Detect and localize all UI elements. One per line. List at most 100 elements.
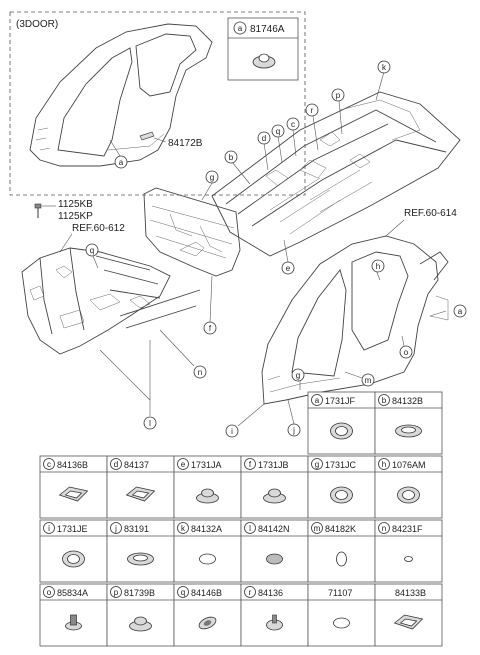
callout-g-side: [291, 368, 305, 382]
ref-60-612: REF.60-612: [72, 223, 125, 234]
table-key-g-text: g: [315, 460, 319, 469]
table-key-a-text: a: [315, 396, 320, 405]
table-cell: 71107: [307, 583, 376, 647]
table-part-1731jf: 1731JF: [325, 396, 356, 406]
plug-81746a-icon: [252, 53, 276, 69]
callout-q: [85, 243, 99, 257]
table-key-d: [110, 458, 122, 470]
callout-c-text: c: [291, 120, 295, 129]
table-cell: 84133B: [374, 583, 443, 647]
table-key-p: [110, 586, 122, 598]
dash-panel: [143, 187, 241, 277]
table-key-p-text: p: [114, 588, 119, 597]
table-part-84132b: 84132B: [392, 396, 423, 406]
callout-q-floor-text: q: [276, 127, 280, 136]
table-key-o: [43, 586, 55, 598]
table-key-k: [177, 522, 189, 534]
detail-key-a: [233, 21, 247, 35]
part-71107-icon: [333, 617, 350, 629]
detail-key-a-text: a: [238, 24, 243, 33]
table-cell: a 1731JF: [307, 391, 376, 455]
table-part-84137: 84137: [124, 460, 149, 470]
table-part-84231f: 84231F: [392, 524, 423, 534]
callout-r: [305, 103, 319, 117]
part-84146b-icon: [198, 616, 217, 630]
table-key-c-text: c: [47, 460, 51, 469]
callout-d-text: d: [262, 134, 266, 143]
callout-p: [331, 88, 345, 102]
bolt-icon: [34, 203, 42, 218]
callout-r-text: r: [311, 106, 314, 115]
three-door-side-panel: [29, 23, 213, 167]
part-84182k-icon: [336, 551, 347, 567]
callout-e-text: e: [286, 264, 291, 273]
table-cell: k 84132A: [173, 519, 242, 583]
callout-d: [257, 131, 271, 145]
part-84132b-icon: [395, 424, 422, 438]
table-part-84133b: 84133B: [395, 588, 426, 598]
bolt-1125kp: 1125KP: [58, 211, 93, 222]
table-key-r-text: r: [249, 588, 252, 597]
floor-pan: [211, 91, 461, 257]
callout-a-side-text: a: [458, 307, 463, 316]
table-key-n-text: n: [382, 524, 386, 533]
table-key-j-text: j: [114, 524, 117, 533]
callout-p-text: p: [336, 91, 341, 100]
part-1076am-icon: [397, 486, 420, 504]
part-1731jf-icon: [330, 422, 353, 440]
table-key-r: [244, 586, 256, 598]
part-84231f-icon: [404, 556, 413, 562]
callout-f: [203, 321, 217, 335]
callout-g-dash-text: g: [210, 173, 214, 182]
table-part-71107: 71107: [328, 588, 352, 598]
part-84136b-icon: [58, 486, 89, 502]
part-84132a-icon: [199, 553, 216, 565]
inset-title: (3DOOR): [16, 19, 58, 30]
table-part-84182k: 84182K: [325, 524, 356, 534]
table-key-i-text: i: [48, 524, 50, 533]
part-1731je-icon: [62, 550, 85, 568]
front-structure: [21, 247, 201, 355]
table-part-1731jb: 1731JB: [258, 460, 289, 470]
table-key-e-text: e: [181, 460, 186, 469]
table-part-85834a: 85834A: [57, 588, 88, 598]
callout-o-text: o: [404, 348, 409, 357]
callout-n-text: n: [198, 368, 202, 377]
callout-g-dash: [205, 170, 219, 184]
callout-q-text: q: [90, 246, 94, 255]
table-key-l-text: l: [249, 524, 251, 533]
table-key-j: [110, 522, 122, 534]
callout-j-text: j: [292, 426, 295, 435]
table-key-b: [378, 394, 390, 406]
callout-a-inset-text: a: [119, 158, 124, 167]
table-part-84132a: 84132A: [191, 524, 222, 534]
callout-g-side-text: g: [296, 371, 300, 380]
callout-k-text: k: [382, 63, 387, 72]
table-cell: n 84231F: [374, 519, 443, 583]
bolt-1125kb: 1125KB: [58, 199, 93, 210]
callout-q-floor: [271, 124, 285, 138]
part-85834a-icon: [65, 614, 82, 631]
table-key-b-text: b: [382, 396, 387, 405]
table-part-84136b: 84136B: [57, 460, 88, 470]
detail-81746a: a 81746A: [227, 17, 299, 81]
part-84142n-icon: [266, 553, 283, 565]
table-key-i: [43, 522, 55, 534]
table-key-k-text: k: [181, 524, 186, 533]
callout-i-text: i: [231, 427, 233, 436]
callout-i: [225, 424, 239, 438]
callout-b-text: b: [229, 153, 234, 162]
table-cell: c 84136B: [39, 455, 108, 519]
part-84136-icon: [266, 614, 283, 631]
part-84137-icon: [125, 486, 156, 502]
